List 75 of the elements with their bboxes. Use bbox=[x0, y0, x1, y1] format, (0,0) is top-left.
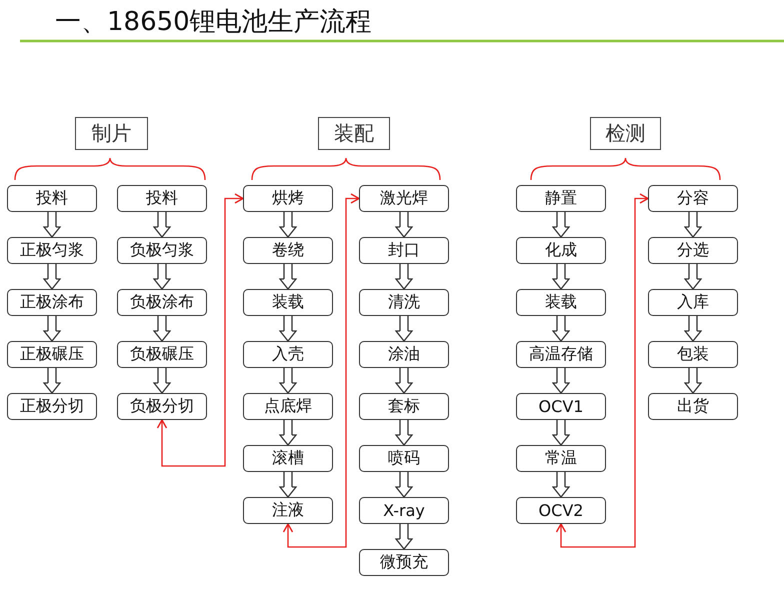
process-box: 投料 bbox=[7, 185, 97, 212]
block-arrow bbox=[684, 315, 702, 342]
process-box: 激光焊 bbox=[359, 185, 449, 212]
process-box: 装载 bbox=[243, 289, 333, 316]
process-box: 套标 bbox=[359, 393, 449, 420]
process-box: 入库 bbox=[648, 289, 738, 316]
connector-arrow bbox=[156, 193, 244, 467]
process-box: OCV2 bbox=[516, 497, 606, 524]
process-box: 化成 bbox=[516, 237, 606, 264]
block-arrow bbox=[395, 523, 413, 550]
process-box: 正极碾压 bbox=[7, 341, 97, 368]
block-arrow bbox=[153, 367, 171, 394]
block-arrow bbox=[43, 315, 61, 342]
block-arrow bbox=[43, 367, 61, 394]
process-box: 正极分切 bbox=[7, 393, 97, 420]
block-arrow bbox=[395, 263, 413, 290]
process-box: 正极匀浆 bbox=[7, 237, 97, 264]
block-arrow bbox=[395, 367, 413, 394]
block-arrow bbox=[153, 211, 171, 238]
process-box: 负极碾压 bbox=[117, 341, 207, 368]
process-box: 烘烤 bbox=[243, 185, 333, 212]
block-arrow bbox=[279, 315, 297, 342]
block-arrow bbox=[552, 367, 570, 394]
block-arrow bbox=[684, 211, 702, 238]
process-box: 清洗 bbox=[359, 289, 449, 316]
process-box: 分容 bbox=[648, 185, 738, 212]
process-box: 负极分切 bbox=[117, 393, 207, 420]
process-box: 负极匀浆 bbox=[117, 237, 207, 264]
process-box: 涂油 bbox=[359, 341, 449, 368]
process-box: 包装 bbox=[648, 341, 738, 368]
process-box: 注液 bbox=[243, 497, 333, 524]
process-box: 滚槽 bbox=[243, 445, 333, 472]
block-arrow bbox=[279, 263, 297, 290]
page-title: 一、18650锂电池生产流程 bbox=[55, 6, 372, 39]
block-arrow bbox=[43, 211, 61, 238]
process-box: 出货 bbox=[648, 393, 738, 420]
process-box: 正极涂布 bbox=[7, 289, 97, 316]
process-box: 高温存储 bbox=[516, 341, 606, 368]
block-arrow bbox=[552, 419, 570, 446]
process-box: 喷码 bbox=[359, 445, 449, 472]
process-box: 静置 bbox=[516, 185, 606, 212]
process-box: 微预充 bbox=[359, 549, 449, 576]
process-box: 卷绕 bbox=[243, 237, 333, 264]
section-header: 检测 bbox=[590, 117, 661, 150]
block-arrow bbox=[684, 263, 702, 290]
block-arrow bbox=[43, 263, 61, 290]
block-arrow bbox=[395, 211, 413, 238]
section-header: 装配 bbox=[318, 117, 390, 150]
block-arrow bbox=[552, 263, 570, 290]
block-arrow bbox=[279, 211, 297, 238]
block-arrow bbox=[153, 263, 171, 290]
block-arrow bbox=[395, 315, 413, 342]
block-arrow bbox=[552, 211, 570, 238]
process-box: 入壳 bbox=[243, 341, 333, 368]
process-box: 分选 bbox=[648, 237, 738, 264]
block-arrow bbox=[153, 315, 171, 342]
section-header: 制片 bbox=[75, 117, 148, 150]
process-box: 负极涂布 bbox=[117, 289, 207, 316]
block-arrow bbox=[552, 315, 570, 342]
process-box: X-ray bbox=[359, 497, 449, 524]
process-box: 投料 bbox=[117, 185, 207, 212]
process-box: OCV1 bbox=[516, 393, 606, 420]
process-box: 点底焊 bbox=[243, 393, 333, 420]
connector-arrow bbox=[282, 193, 360, 548]
block-arrow bbox=[395, 419, 413, 446]
process-box: 装载 bbox=[516, 289, 606, 316]
process-box: 封口 bbox=[359, 237, 449, 264]
block-arrow bbox=[552, 471, 570, 498]
block-arrow bbox=[279, 419, 297, 446]
block-arrow bbox=[279, 471, 297, 498]
block-arrow bbox=[395, 471, 413, 498]
connector-arrow bbox=[556, 193, 649, 548]
block-arrow bbox=[279, 367, 297, 394]
process-box: 常温 bbox=[516, 445, 606, 472]
block-arrow bbox=[684, 367, 702, 394]
